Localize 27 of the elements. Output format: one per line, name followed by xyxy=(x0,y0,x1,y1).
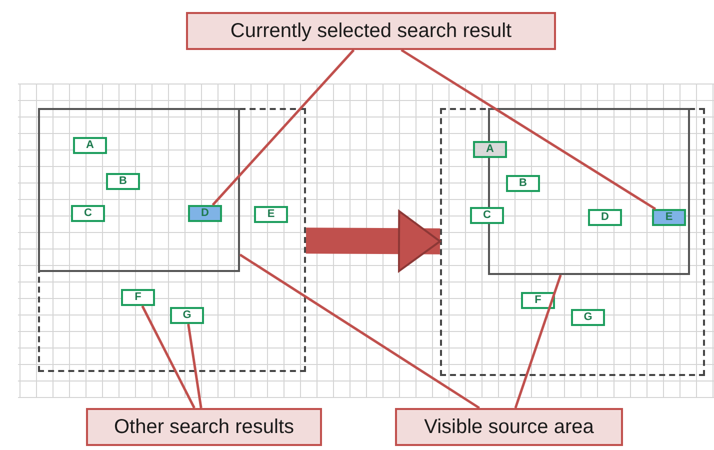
leader-line xyxy=(212,49,355,206)
callout-box: Other search results xyxy=(86,408,322,446)
callout-box: Visible source area xyxy=(395,408,623,446)
search-result-box: C xyxy=(71,205,105,222)
search-result-box: B xyxy=(106,173,140,190)
leader-line xyxy=(514,274,562,408)
source-area-outline xyxy=(38,108,306,372)
search-result-box: F xyxy=(121,289,155,306)
leader-line xyxy=(400,48,656,210)
leader-line xyxy=(141,305,196,409)
search-result-box: G xyxy=(571,309,605,326)
search-result-box: C xyxy=(470,207,504,224)
search-result-box: B xyxy=(506,175,540,192)
search-result-box: D xyxy=(188,205,222,222)
leader-line xyxy=(187,324,202,408)
search-result-box: D xyxy=(588,209,622,226)
search-result-box: E xyxy=(652,209,686,226)
search-result-box: F xyxy=(521,292,555,309)
search-result-box: E xyxy=(254,206,288,223)
search-result-box: A xyxy=(73,137,107,154)
block-arrow xyxy=(306,210,441,272)
search-result-box: A xyxy=(473,141,507,158)
callout-box: Currently selected search result xyxy=(186,12,556,50)
source-area-outline xyxy=(440,108,705,376)
viewport-frame xyxy=(38,108,240,272)
leader-line xyxy=(239,254,480,410)
search-result-box: G xyxy=(170,307,204,324)
